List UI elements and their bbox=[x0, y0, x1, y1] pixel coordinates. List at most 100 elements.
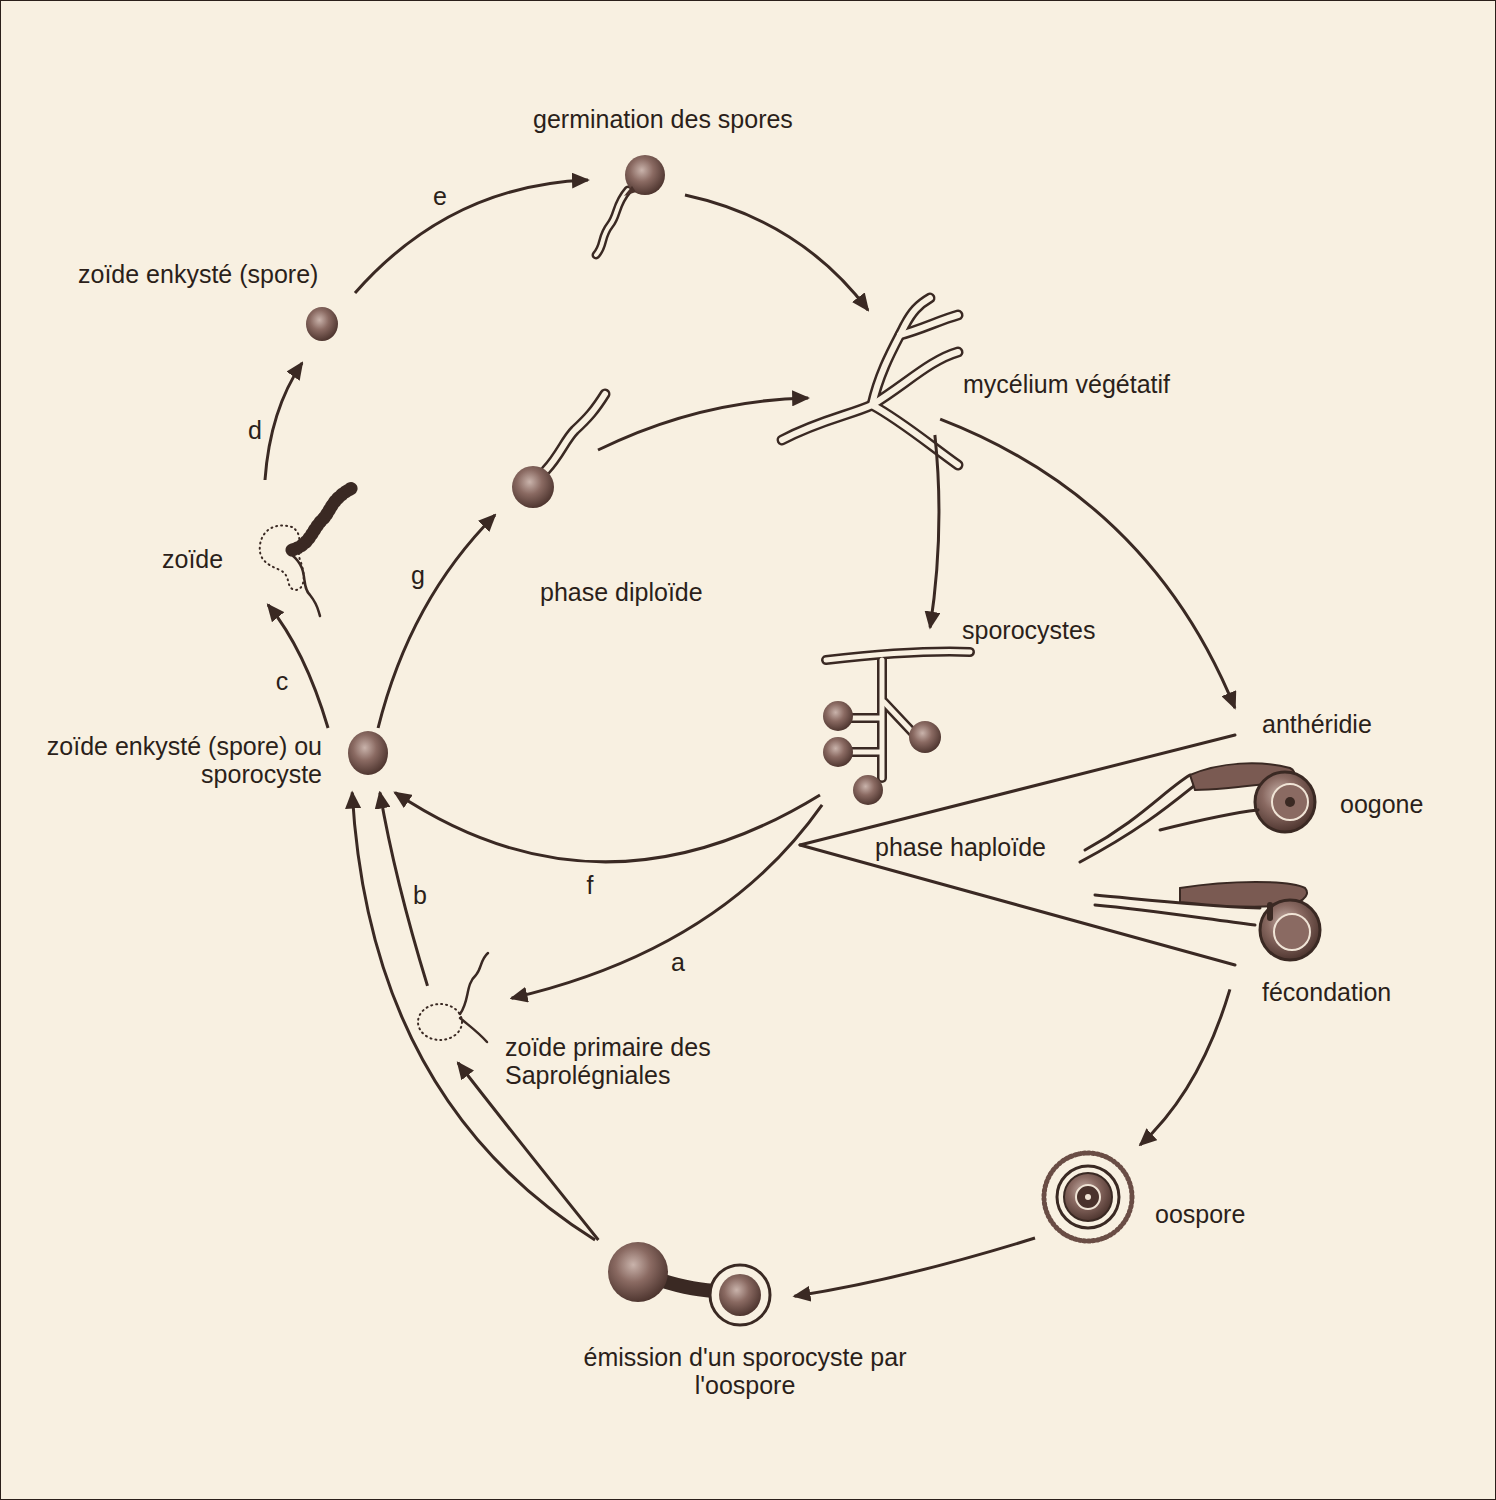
stage-node: germination des spores bbox=[530, 100, 840, 260]
stage-label: germination des spores bbox=[533, 105, 793, 133]
mycelium-part bbox=[900, 315, 958, 335]
arrow-line bbox=[1140, 989, 1230, 1145]
primary-zoid-part bbox=[460, 953, 488, 1014]
sporocyst-emission-part bbox=[719, 1274, 761, 1316]
zoid bbox=[260, 488, 352, 616]
stage-node: anthéridie oogone bbox=[1075, 708, 1440, 858]
cycle-arrow bbox=[458, 1063, 598, 1240]
stage-label: oospore bbox=[1155, 1200, 1245, 1228]
germinating-spore-part bbox=[596, 190, 628, 255]
stage-node: zoïde bbox=[160, 480, 360, 610]
stage-node: émission d'un sporocyste par l'oospore bbox=[580, 1240, 914, 1404]
cycle-arrow bbox=[930, 435, 939, 628]
mycelium-part bbox=[872, 405, 958, 465]
cycle-arrow bbox=[352, 793, 595, 1241]
sporocysts-part bbox=[909, 721, 941, 753]
sporocysts-part bbox=[884, 702, 915, 735]
zoid-part bbox=[292, 555, 320, 616]
arrow-line bbox=[395, 793, 820, 862]
zoid-part bbox=[292, 488, 352, 550]
stage-label: oogone bbox=[1340, 790, 1423, 818]
haploid-wedge-part bbox=[800, 845, 1235, 965]
arrow-line bbox=[352, 793, 595, 1241]
antheridium-oogonium bbox=[1080, 763, 1315, 862]
stage-label: zoïde primaire des Saprolégniales bbox=[505, 1033, 755, 1090]
germinating-zoid-part bbox=[546, 394, 605, 470]
encysted-spore bbox=[306, 307, 338, 341]
arrow-line bbox=[512, 805, 823, 998]
sporocysts-part bbox=[853, 775, 883, 805]
oospore-part bbox=[1064, 1173, 1112, 1221]
oospore-part bbox=[1057, 1166, 1119, 1228]
stage-node: sporocystes bbox=[820, 612, 1120, 807]
haploid-wedge bbox=[800, 735, 1235, 965]
arrow-line bbox=[930, 435, 939, 628]
step-letter: b bbox=[410, 881, 430, 909]
germinating-spore-part bbox=[625, 155, 665, 195]
sporocysts-part bbox=[848, 747, 882, 757]
arrow-line bbox=[378, 515, 495, 728]
step-letter: e bbox=[430, 182, 450, 210]
mycelium-part bbox=[782, 352, 958, 440]
arrow-line bbox=[685, 195, 868, 310]
arrow-line bbox=[940, 419, 1235, 708]
sporocysts-part bbox=[823, 737, 853, 767]
cycle-arrow bbox=[355, 180, 588, 293]
arrow-line bbox=[268, 605, 328, 728]
primary-zoid bbox=[418, 953, 488, 1042]
arrow-line bbox=[794, 1238, 1035, 1296]
step-letter: g bbox=[408, 561, 428, 589]
stage-node: zoïde enkysté (spore) ou sporocyste bbox=[35, 728, 395, 793]
mycelium-part bbox=[872, 405, 958, 465]
oospore-part bbox=[1044, 1153, 1132, 1241]
step-letter: c bbox=[273, 667, 292, 695]
antheridium-oogonium-part bbox=[1272, 784, 1308, 820]
step-letter: d bbox=[245, 416, 265, 444]
stage-node: zoïde enkysté (spore) bbox=[75, 258, 355, 363]
stage-label: anthéridie bbox=[1262, 710, 1372, 738]
encysted-zoid bbox=[348, 731, 388, 775]
arrow-line bbox=[458, 1063, 598, 1240]
cycle-arrow bbox=[794, 1238, 1035, 1296]
sporocysts bbox=[823, 652, 970, 805]
arrow-line bbox=[265, 363, 302, 480]
stage-label: fécondation bbox=[1262, 978, 1391, 1006]
cycle-arrow bbox=[265, 363, 302, 480]
stage-node: zoïde primaire des Saprolégniales bbox=[410, 950, 760, 1094]
mycelium bbox=[782, 298, 958, 465]
cycle-arrow bbox=[940, 419, 1235, 708]
sporocysts-part bbox=[848, 713, 882, 723]
sporocysts-part bbox=[823, 701, 853, 731]
fertilisation-part bbox=[1260, 900, 1320, 960]
sporocysts-part bbox=[826, 652, 970, 660]
phase-label: phase haploïde bbox=[872, 833, 1049, 861]
cycle-arrow bbox=[1140, 989, 1230, 1145]
stage-label: zoïde bbox=[162, 545, 223, 573]
stage-node: mycélium végétatif bbox=[780, 295, 1220, 470]
cycle-arrow bbox=[512, 805, 823, 998]
sporocyst-emission bbox=[608, 1242, 770, 1325]
stage-label: mycélium végétatif bbox=[963, 370, 1170, 398]
cycle-arrow bbox=[378, 398, 808, 728]
oospore bbox=[1044, 1153, 1132, 1241]
antheridium-oogonium-part bbox=[1285, 797, 1295, 807]
fertilisation-part bbox=[1095, 905, 1255, 925]
arrow-line bbox=[598, 398, 808, 450]
stage-node: oospore bbox=[1035, 1145, 1265, 1250]
fertilisation-part bbox=[1267, 905, 1273, 918]
sporocyst-emission-part bbox=[608, 1242, 668, 1302]
antheridium-oogonium-part bbox=[1160, 810, 1258, 830]
fertilisation bbox=[1095, 882, 1320, 960]
stage-label: zoïde enkysté (spore) ou sporocyste bbox=[37, 732, 322, 789]
sporocysts-part bbox=[826, 652, 970, 660]
primary-zoid-part bbox=[418, 1004, 462, 1040]
fertilisation-part bbox=[1274, 914, 1310, 950]
antheridium-oogonium-part bbox=[1255, 772, 1315, 832]
cycle-arrow bbox=[395, 793, 820, 862]
antheridium-oogonium-part bbox=[1085, 775, 1190, 850]
stage-label: sporocystes bbox=[962, 616, 1095, 644]
arrow-line bbox=[355, 180, 588, 293]
mycelium-part bbox=[872, 298, 930, 405]
stage-label: zoïde enkysté (spore) bbox=[78, 260, 318, 288]
